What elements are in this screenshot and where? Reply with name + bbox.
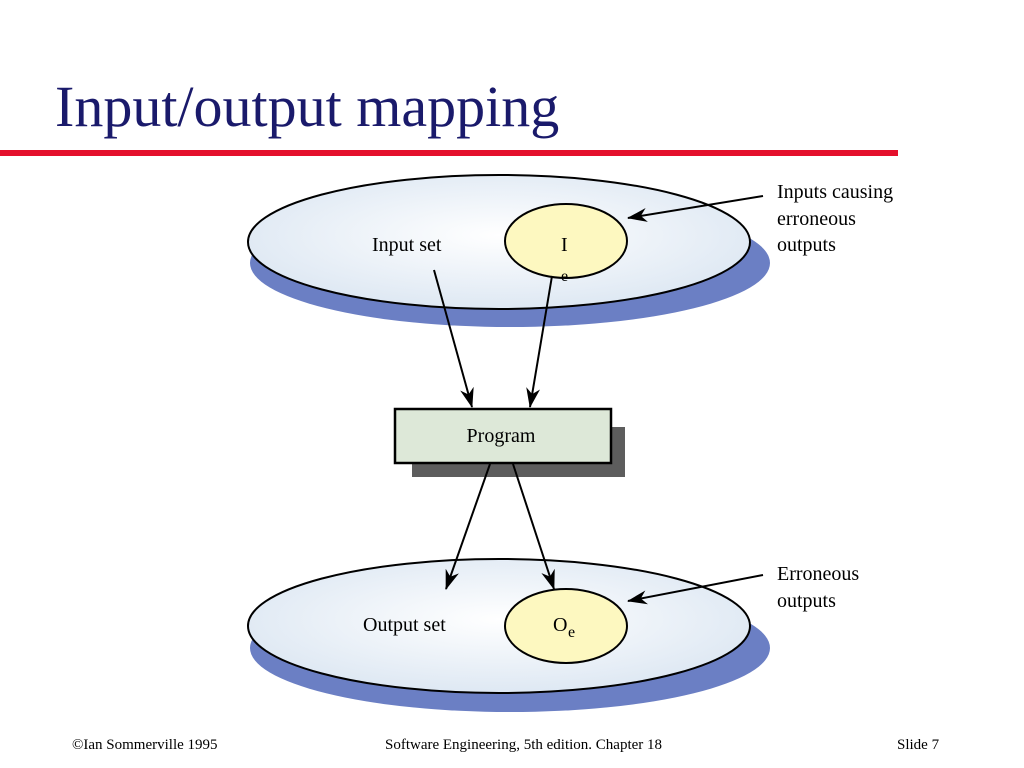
annotation-inputs-line-3: outputs xyxy=(777,234,836,256)
input-set-label: Input set xyxy=(372,234,442,256)
output-subset-label-main: O xyxy=(553,614,567,636)
output-set-label: Output set xyxy=(363,614,446,636)
arrow-input-subset-to-program xyxy=(526,275,553,408)
output-set-ellipse xyxy=(247,558,751,694)
annotation-inputs-line-2: erroneous xyxy=(777,208,856,230)
annotation-outputs-line-2: outputs xyxy=(777,590,836,612)
title-underline xyxy=(0,150,898,156)
slide-title: Input/output mapping xyxy=(55,74,560,139)
footer-copyright: ©Ian Sommerville 1995 xyxy=(72,737,218,753)
arrow-program-to-output-set xyxy=(445,463,491,590)
input-subset-label-sub: e xyxy=(561,268,568,285)
program-box xyxy=(393,407,613,465)
footer-book-chapter: Software Engineering, 5th edition. Chapt… xyxy=(385,737,663,753)
arrow-annotation-inputs xyxy=(627,195,764,222)
output-subset-label-sub: e xyxy=(568,624,575,641)
arrow-input-set-to-program xyxy=(433,269,474,408)
annotation-outputs-line-1: Erroneous xyxy=(777,563,859,585)
program-label: Program xyxy=(467,425,536,447)
input-set-ellipse xyxy=(247,174,751,310)
footer-slide-number: Slide 7 xyxy=(897,737,940,753)
arrow-annotation-outputs xyxy=(627,574,764,605)
arrow-program-to-output-subset xyxy=(512,463,555,590)
input-subset-label-main: I xyxy=(561,234,568,256)
input-subset-ellipse xyxy=(504,203,628,279)
annotation-inputs-line-1: Inputs causing xyxy=(777,181,893,203)
output-subset-ellipse xyxy=(504,588,628,664)
